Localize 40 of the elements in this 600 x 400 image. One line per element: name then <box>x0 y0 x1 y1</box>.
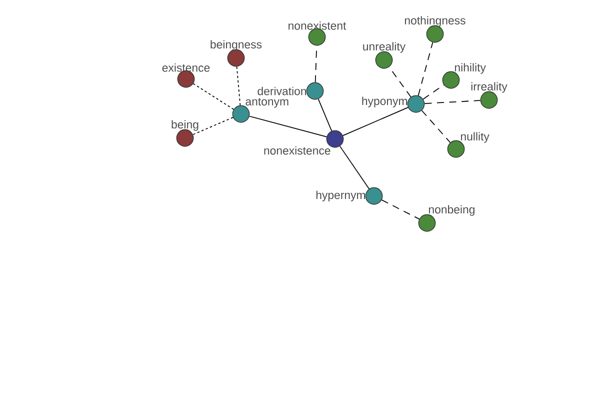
word-node: beingness <box>210 40 262 67</box>
node-label: nonexistence <box>264 146 330 155</box>
relation-node: hyponym <box>362 95 425 113</box>
connector-line <box>192 117 234 136</box>
node-label: hypernym <box>316 190 366 202</box>
word-node: existence <box>162 63 210 88</box>
relation-node: antonym <box>232 98 288 123</box>
node-label: existence <box>162 63 210 72</box>
node-label: nullity <box>460 132 490 143</box>
word-node: nothingness <box>404 16 466 43</box>
hub-node: nonexistence <box>264 130 344 155</box>
node-label: beingness <box>210 40 262 51</box>
word-node: being <box>172 120 198 147</box>
connector-line <box>381 200 420 220</box>
word-node: nonexistent <box>288 21 346 46</box>
node-label: hyponym <box>362 96 408 108</box>
node-label: derivation <box>258 86 306 96</box>
word-node: irreality <box>471 82 508 109</box>
connector-line <box>422 84 444 100</box>
connector-line <box>342 107 408 136</box>
connector-line <box>339 146 370 190</box>
node-label: irreality <box>471 82 508 93</box>
connector-line <box>424 100 481 104</box>
connector-line <box>418 42 434 96</box>
connector-line <box>236 66 241 106</box>
node-label: antonym <box>246 98 288 108</box>
node-label: unreality <box>363 42 406 53</box>
node-label: nihility <box>454 63 486 74</box>
connector-line <box>318 98 332 132</box>
word-node: nullity <box>447 132 490 158</box>
node-label: nothingness <box>404 16 466 27</box>
connector-line <box>248 116 328 138</box>
relation-node: hypernym <box>316 187 383 205</box>
node-label: being <box>172 120 198 131</box>
node-label: nonexistent <box>288 21 346 30</box>
node-label: nonbeing <box>428 205 474 216</box>
connector-line <box>192 83 234 110</box>
word-node: nonbeing <box>418 205 474 232</box>
word-node: unreality <box>363 42 406 69</box>
connector-line <box>421 110 451 143</box>
